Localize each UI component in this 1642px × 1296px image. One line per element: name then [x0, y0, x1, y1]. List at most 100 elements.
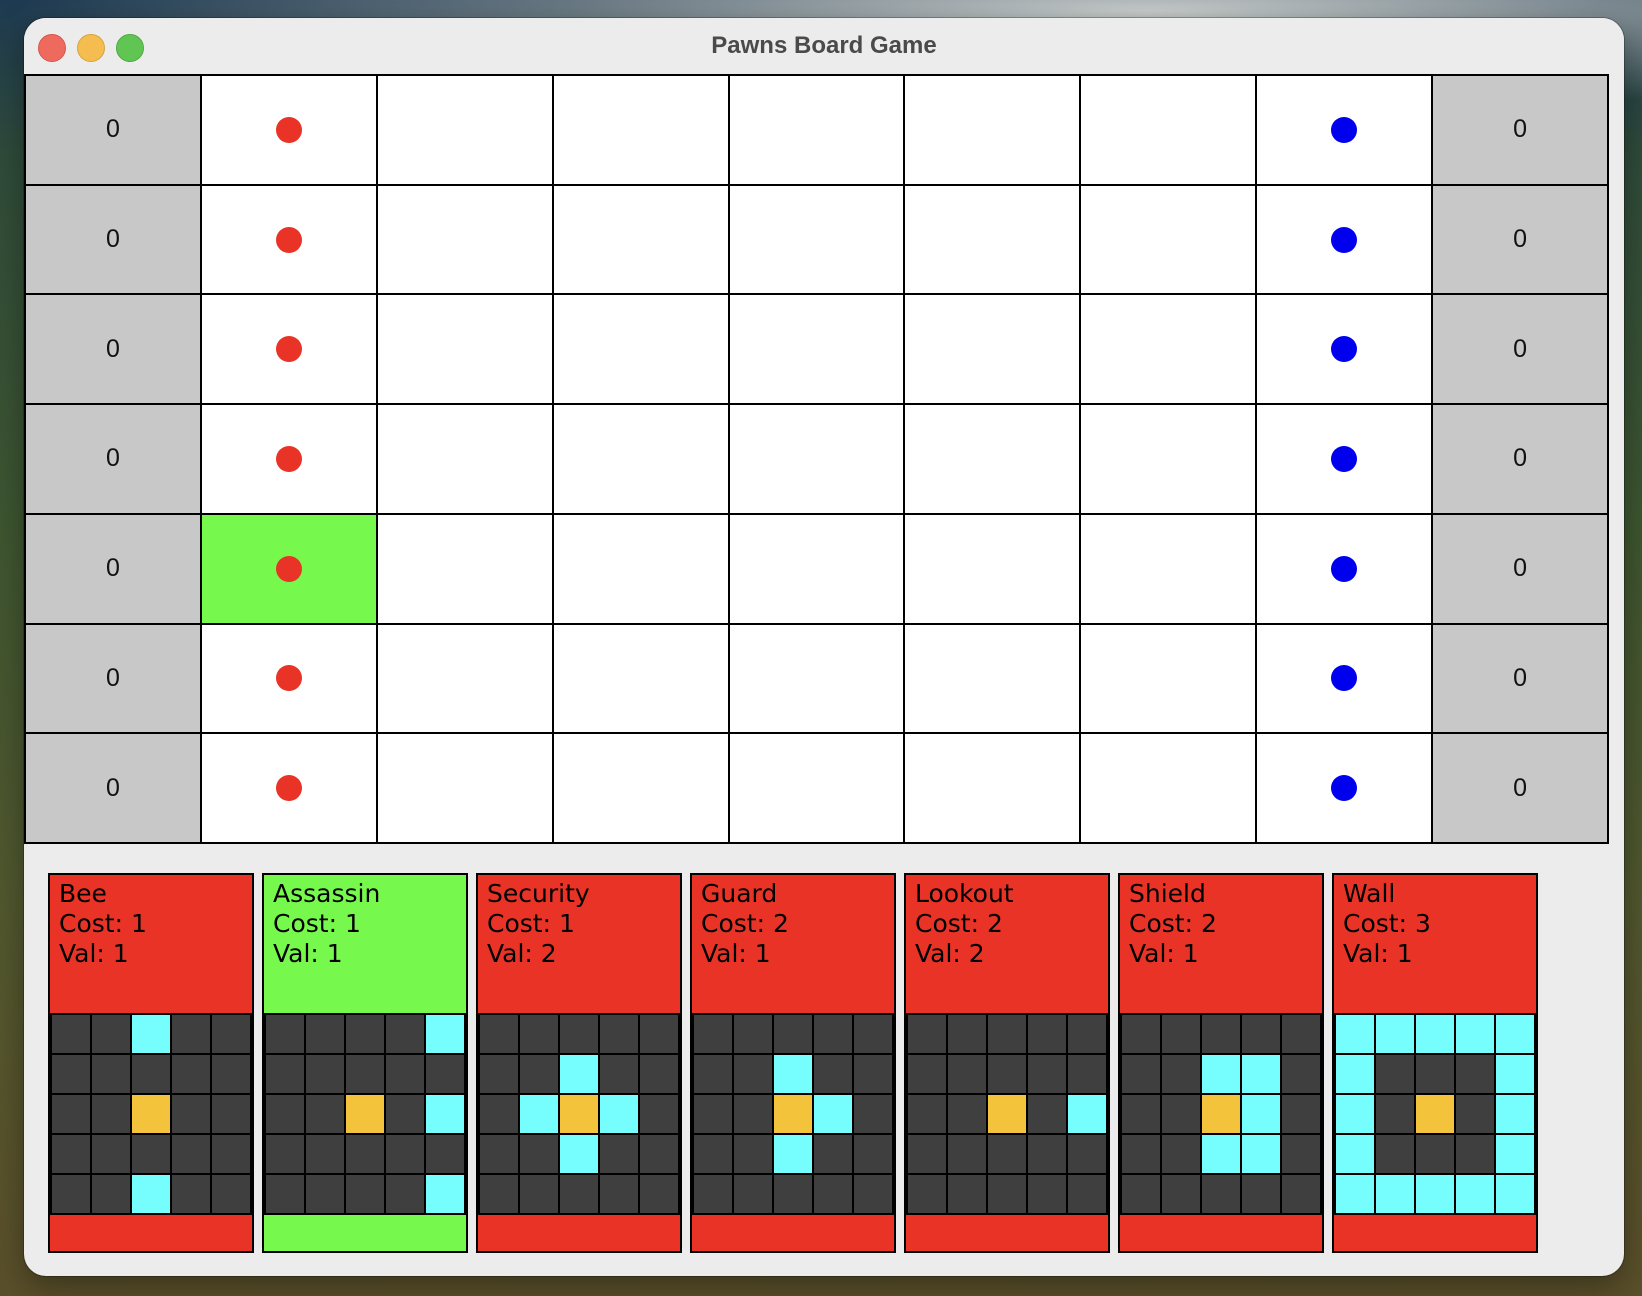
- empty-cell: [1068, 1055, 1106, 1093]
- empty-cell: [52, 1095, 90, 1133]
- blue-pawn: [1331, 116, 1358, 143]
- board-cell[interactable]: [553, 514, 728, 623]
- board-cell[interactable]: [1257, 76, 1432, 184]
- board-cell[interactable]: [377, 734, 552, 842]
- empty-cell: [948, 1055, 986, 1093]
- empty-cell: [1282, 1055, 1320, 1093]
- empty-cell: [1282, 1135, 1320, 1173]
- board-cell[interactable]: [201, 76, 376, 184]
- card-value: Val: 1: [1129, 939, 1199, 968]
- board-cell[interactable]: [1257, 405, 1432, 513]
- influence-cell: [1202, 1135, 1240, 1173]
- board-cell[interactable]: [905, 76, 1080, 184]
- empty-cell: [172, 1135, 210, 1173]
- board-cell[interactable]: [1081, 514, 1256, 623]
- empty-cell: [640, 1095, 678, 1133]
- empty-cell: [640, 1135, 678, 1173]
- empty-cell: [694, 1095, 732, 1133]
- board-cell[interactable]: [553, 624, 728, 733]
- empty-cell: [52, 1015, 90, 1053]
- blue-pawn: [1331, 555, 1358, 582]
- board-cell[interactable]: [377, 624, 552, 733]
- board-cell[interactable]: [201, 734, 376, 842]
- influence-cell: [1068, 1095, 1106, 1133]
- empty-cell: [520, 1135, 558, 1173]
- board-cell[interactable]: [201, 405, 376, 513]
- empty-cell: [426, 1055, 464, 1093]
- empty-cell: [386, 1055, 424, 1093]
- board-cell[interactable]: [377, 405, 552, 513]
- board-cell[interactable]: [905, 624, 1080, 733]
- board-cell[interactable]: [1257, 185, 1432, 294]
- card-name: Guard: [701, 879, 778, 908]
- influence-cell: [1376, 1175, 1414, 1213]
- card-name: Lookout: [915, 879, 1014, 908]
- row-score-right: 0: [1433, 295, 1607, 404]
- board-cell[interactable]: [729, 405, 904, 513]
- board-cell[interactable]: [905, 185, 1080, 294]
- empty-cell: [774, 1015, 812, 1053]
- board-cell[interactable]: [377, 76, 552, 184]
- board-cell[interactable]: [1257, 514, 1432, 623]
- empty-cell: [92, 1095, 130, 1133]
- board-cell[interactable]: [1081, 295, 1256, 404]
- empty-cell: [1456, 1095, 1494, 1133]
- board-cell[interactable]: [553, 734, 728, 842]
- influence-cell: [1496, 1135, 1534, 1173]
- board-cell[interactable]: [1257, 624, 1432, 733]
- empty-cell: [266, 1135, 304, 1173]
- empty-cell: [694, 1175, 732, 1213]
- empty-cell: [346, 1015, 384, 1053]
- board-cell[interactable]: [377, 295, 552, 404]
- influence-cell: [600, 1095, 638, 1133]
- board-cell[interactable]: [377, 514, 552, 623]
- empty-cell: [1028, 1015, 1066, 1053]
- board-cell[interactable]: [729, 734, 904, 842]
- board-cell[interactable]: [553, 76, 728, 184]
- board-cell[interactable]: [553, 185, 728, 294]
- board-cell[interactable]: [1081, 734, 1256, 842]
- board-cell[interactable]: [1081, 405, 1256, 513]
- minimize-button[interactable]: [77, 34, 105, 62]
- board-cell[interactable]: [905, 405, 1080, 513]
- board-cell[interactable]: [201, 295, 376, 404]
- board-cell[interactable]: [1257, 734, 1432, 842]
- title-bar: Pawns Board Game: [24, 18, 1624, 74]
- zoom-button[interactable]: [116, 34, 144, 62]
- empty-cell: [600, 1015, 638, 1053]
- board-cell[interactable]: [729, 624, 904, 733]
- empty-cell: [1162, 1055, 1200, 1093]
- board-cell[interactable]: [1081, 624, 1256, 733]
- board-cell[interactable]: [729, 76, 904, 184]
- board-cell[interactable]: [1257, 295, 1432, 404]
- board-cell[interactable]: [553, 405, 728, 513]
- board-cell[interactable]: [201, 185, 376, 294]
- board-cell[interactable]: [729, 185, 904, 294]
- empty-cell: [1376, 1135, 1414, 1173]
- empty-cell: [386, 1135, 424, 1173]
- board-cell[interactable]: [905, 295, 1080, 404]
- board-cell[interactable]: [729, 295, 904, 404]
- empty-cell: [734, 1095, 772, 1133]
- blue-pawn: [1331, 775, 1358, 802]
- board-cell[interactable]: [905, 734, 1080, 842]
- board-cell[interactable]: [905, 514, 1080, 623]
- board-cell[interactable]: [729, 514, 904, 623]
- board-cell-selected[interactable]: [201, 514, 376, 623]
- board-cell[interactable]: [377, 185, 552, 294]
- close-button[interactable]: [38, 34, 66, 62]
- board-cell[interactable]: [1081, 76, 1256, 184]
- board-cell[interactable]: [201, 624, 376, 733]
- board-cell[interactable]: [1081, 185, 1256, 294]
- empty-cell: [306, 1055, 344, 1093]
- board-cell[interactable]: [553, 295, 728, 404]
